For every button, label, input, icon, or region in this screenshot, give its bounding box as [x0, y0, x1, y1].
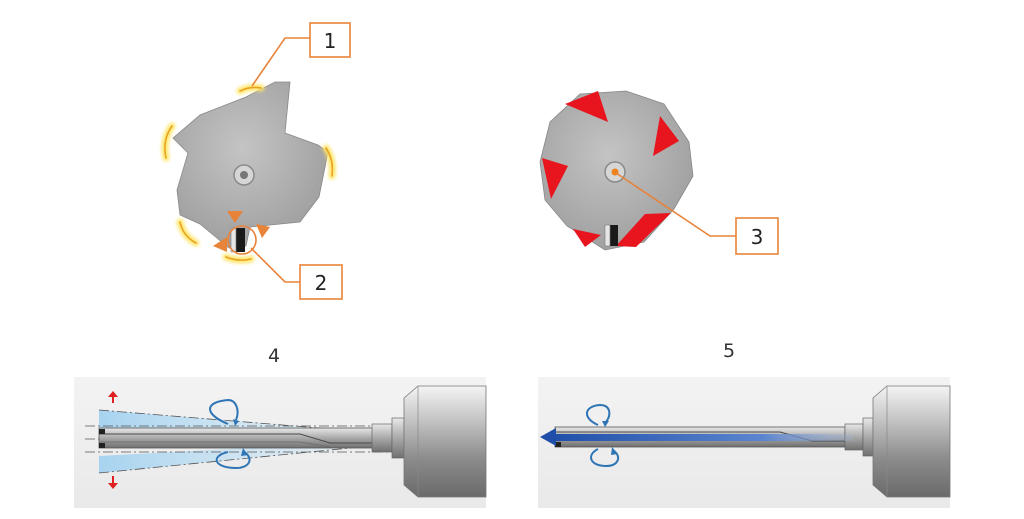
rotation-arrow-icon — [215, 451, 251, 470]
rotation-arrow-icon — [209, 398, 239, 425]
clamp-arrow-icon — [227, 211, 243, 223]
rotation-arrow-head — [602, 421, 609, 427]
edge-highlights — [161, 83, 336, 264]
tool-holder-5 — [872, 385, 951, 498]
drill-collar-5 — [862, 417, 874, 457]
cutting-zones — [542, 91, 679, 247]
insert-circle — [227, 225, 257, 255]
drill-neck — [371, 423, 393, 453]
rotation-arrow-icon — [586, 403, 611, 426]
rotation-arrow-icon — [590, 448, 620, 468]
tool-holder — [403, 385, 487, 498]
callout-3: 3 — [615, 172, 779, 255]
callout-2: 2 — [250, 247, 343, 300]
panel-5 — [538, 377, 951, 508]
coolant-flow — [553, 434, 853, 441]
drill-collar — [391, 417, 405, 459]
panel-4 — [74, 377, 487, 508]
panel-5-label: 5 — [723, 340, 735, 362]
rotation-arrow-head — [233, 419, 239, 426]
insert-light-right — [604, 224, 611, 247]
clamp-arrow-icon — [213, 237, 227, 252]
callout-2-label: 2 — [315, 271, 328, 295]
rotation-arrow-head — [241, 448, 248, 456]
callout-3-label: 3 — [751, 225, 764, 249]
tool-body-left — [172, 81, 329, 249]
rotation-arrow-head — [611, 447, 618, 455]
tool-cross-section-left — [161, 81, 336, 264]
tool-cross-section-right — [539, 90, 694, 251]
feed-arrow-icon — [540, 428, 556, 446]
insert-dark-right — [610, 225, 618, 246]
deflection-arrow-icon — [108, 476, 118, 489]
deflection-arrow-icon — [108, 391, 118, 403]
tool-center-dot — [240, 171, 248, 179]
deflection-cone-bottom — [99, 441, 375, 473]
insert-dark — [236, 228, 245, 252]
clamp-arrow-icon — [256, 224, 270, 238]
panel-4-label: 4 — [268, 345, 280, 367]
callout-1: 1 — [251, 22, 351, 87]
callout-1-label: 1 — [324, 29, 337, 53]
drill-flute — [98, 427, 382, 449]
